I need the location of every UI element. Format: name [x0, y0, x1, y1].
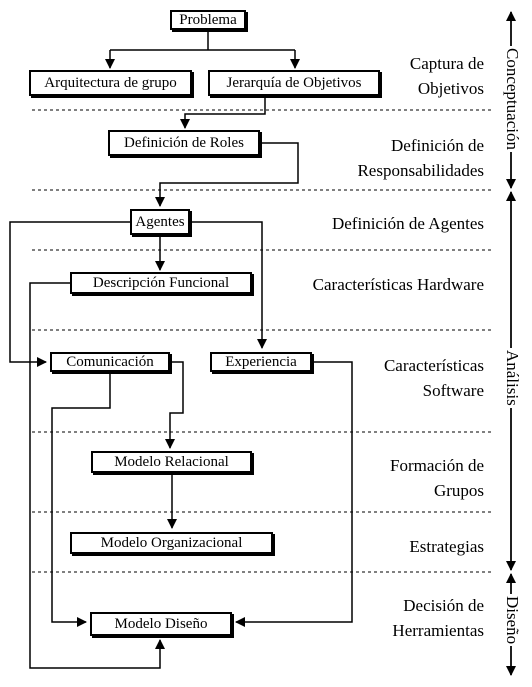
box-modelo-diseno: Modelo Diseño [90, 612, 232, 636]
box-experiencia: Experiencia [210, 352, 312, 372]
edge-experiencia-diseno [235, 361, 353, 627]
box-definicion-de-roles: Definición de Roles [108, 130, 260, 156]
box-descripcion-funcional: Descripción Funcional [70, 272, 252, 294]
phase-analisis: Análisis [503, 348, 522, 408]
box-modelo-organizacional: Modelo Organizacional [70, 532, 273, 554]
edge-agentes-experiencia [190, 221, 267, 349]
stage-captura-de-objetivos: Captura de Objetivos [409, 54, 484, 98]
box-agentes: Agentes [130, 209, 190, 235]
edge-agentes-comunicacion [9, 221, 130, 367]
edge-comunicacion-diseno [51, 372, 111, 627]
edge-comunicacion-relacional [165, 361, 184, 449]
box-modelo-relacional: Modelo Relacional [91, 451, 252, 473]
edge-descripcion-diseno [29, 282, 165, 669]
edge-jerarquia-roles [180, 96, 266, 129]
stage-decision-de-herramientas: Decisión de Herramientas [392, 596, 484, 640]
box-comunicacion: Comunicación [50, 352, 170, 372]
edge-roles-agentes [155, 142, 299, 207]
box-problema: Problema [170, 10, 246, 30]
stage-separators [32, 109, 494, 573]
box-arquitectura-de-grupo: Arquitectura de grupo [29, 70, 192, 96]
stage-estrategias: Estrategias [409, 537, 484, 556]
stage-formacion-de-grupos: Formación de Grupos [390, 456, 484, 500]
phase-conceptuacion: Conceptuación [503, 46, 522, 152]
phase-diseno: Diseño [503, 594, 522, 647]
connectors [9, 30, 353, 669]
stage-caracteristicas-software: Características Software [383, 356, 484, 400]
stage-definicion-de-agentes: Definición de Agentes [331, 214, 484, 233]
box-jerarquia-de-objetivos: Jerarquía de Objetivos [208, 70, 380, 96]
stage-caracteristicas-hardware: Características Hardware [312, 275, 484, 294]
stage-definicion-de-responsabilidades: Definición de Responsabilidades [357, 136, 484, 180]
